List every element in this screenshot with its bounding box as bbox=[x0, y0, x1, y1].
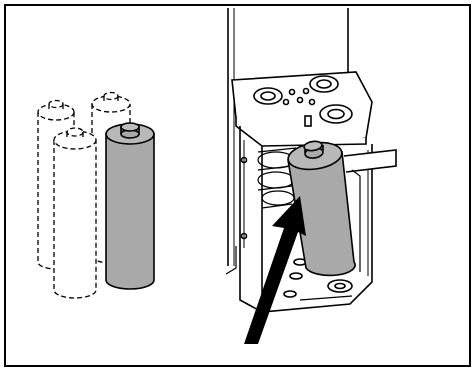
spare-battery-outline-icon bbox=[54, 128, 96, 298]
battery-icon bbox=[106, 123, 154, 289]
